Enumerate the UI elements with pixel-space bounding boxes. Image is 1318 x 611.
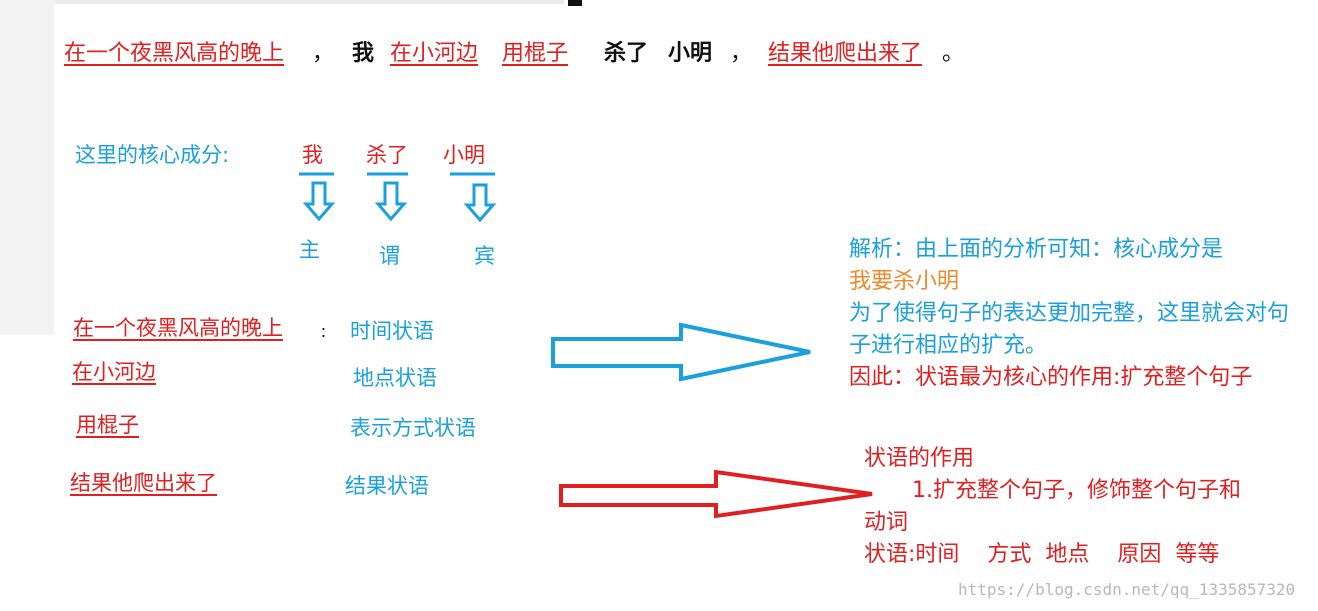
analysis-line-1: 解析：由上面的分析可知：核心成分是 <box>849 237 1224 262</box>
sentence-part-result: 结果他爬出来了 <box>768 41 923 66</box>
analysis-box: 解析：由上面的分析可知：核心成分是 我要杀小明 为了使得句子的表达更加完整，这里… <box>849 234 1289 394</box>
analysis-line-2: 为了使得句子的表达更加完整，这里就会对句子进行相应的扩充。 <box>849 301 1290 358</box>
sentence-verb: 杀了 <box>604 41 649 66</box>
adverbial-type-time: 时间状语 <box>350 319 434 343</box>
adverbial-phrase-place: 在小河边 <box>72 360 156 384</box>
role-summary-box: 状语的作用 1.扩充整个句子，修饰整个句子和动词 状语:时间 方式 地点 原因 … <box>864 443 1249 571</box>
sentence-part-manner: 用棍子 <box>502 41 569 66</box>
analysis-core-phrase: 我要杀小明 <box>849 269 960 294</box>
right-arrow-red-icon <box>559 469 873 519</box>
core-word-subject: 我 <box>302 143 323 167</box>
down-arrow-verb-icon <box>374 181 408 222</box>
adverbial-type-place: 地点状语 <box>353 366 437 390</box>
top-black-mark <box>568 0 582 6</box>
sentence-part-time: 在一个夜黑风高的晚上 <box>64 41 285 66</box>
role-predicate: 谓 <box>379 244 400 268</box>
sentence-comma-2: ， <box>730 41 753 66</box>
role-summary-item-1: 1.扩充整个句子，修饰整个句子和动词 <box>864 478 1241 535</box>
core-label: 这里的核心成分: <box>75 143 230 167</box>
sentence-subject: 我 <box>352 41 375 66</box>
role-subject: 主 <box>299 238 320 262</box>
adverbial-phrase-result: 结果他爬出来了 <box>70 471 217 495</box>
adverbial-type-result: 结果状语 <box>345 474 429 498</box>
adverbial-type-manner: 表示方式状语 <box>350 416 476 440</box>
role-summary-types: 状语:时间 方式 地点 原因 等等 <box>864 542 1220 567</box>
adverbial-colon: ： <box>320 325 334 341</box>
top-border-strip <box>54 0 564 4</box>
sentence-object: 小明 <box>668 41 713 66</box>
watermark-text: https://blog.csdn.net/qq_1335857320 <box>958 580 1296 599</box>
left-margin-strip <box>0 0 54 335</box>
sentence-comma: ， <box>312 41 335 66</box>
sentence-part-place: 在小河边 <box>390 41 479 66</box>
down-arrow-object-icon <box>463 183 497 223</box>
adverbial-phrase-time: 在一个夜黑风高的晚上 <box>73 316 283 340</box>
right-arrow-blue-icon <box>551 322 811 382</box>
role-summary-title: 状语的作用 <box>864 446 975 471</box>
core-word-verb: 杀了 <box>366 143 408 167</box>
role-object: 宾 <box>474 244 495 268</box>
adverbial-phrase-manner: 用棍子 <box>76 413 139 437</box>
down-arrow-subject-icon <box>302 181 336 222</box>
sentence-period: 。 <box>942 41 965 66</box>
analysis-line-3: 因此：状语最为核心的作用:扩充整个句子 <box>849 365 1253 390</box>
core-word-object: 小明 <box>443 143 485 167</box>
